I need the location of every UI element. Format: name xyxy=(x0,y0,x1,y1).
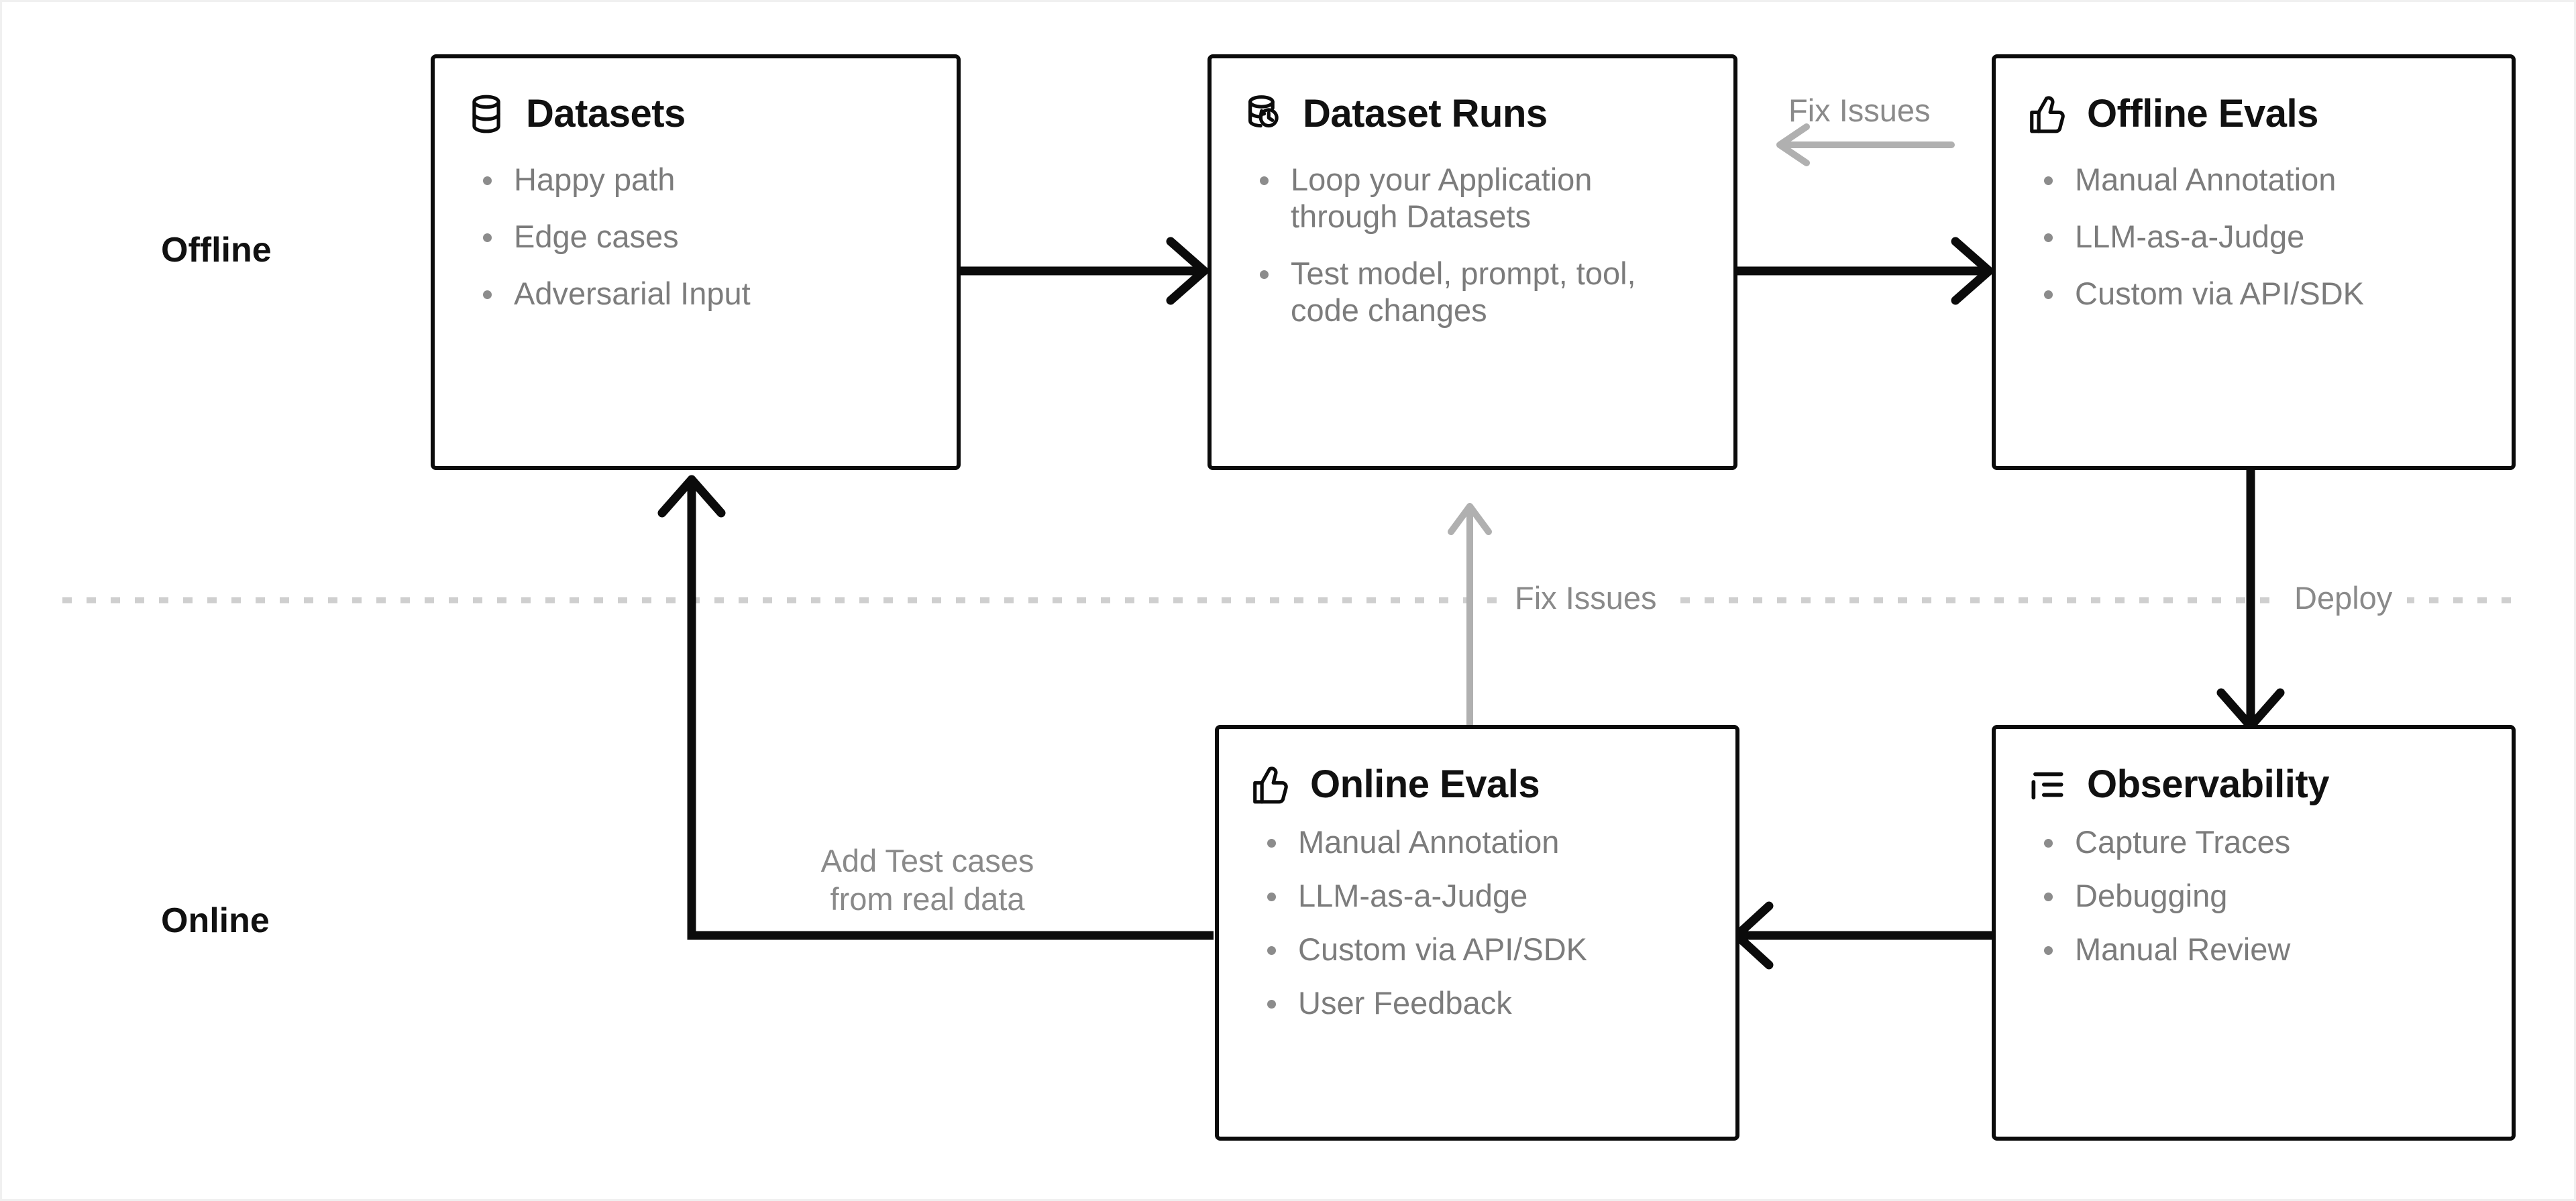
list-item: User Feedback xyxy=(1262,985,1709,1022)
arrow-fix-issues-top xyxy=(1776,123,1955,166)
thumbs-up-icon xyxy=(2030,96,2065,133)
list-item: Manual Review xyxy=(2039,931,2485,968)
arrow-deploy xyxy=(2216,470,2285,731)
node-online-evals[interactable]: Online Evals Manual Annotation LLM-as-a-… xyxy=(1215,725,1739,1141)
node-datasets-title: Datasets xyxy=(526,92,686,135)
node-observability-header: Observability xyxy=(1996,729,2512,805)
node-offline-evals-header: Offline Evals xyxy=(1996,58,2512,135)
node-offline-evals-list: Manual Annotation LLM-as-a-Judge Custom … xyxy=(1996,135,2512,312)
node-dataset-runs[interactable]: Dataset Runs Loop your Application throu… xyxy=(1208,54,1737,470)
node-online-evals-title: Online Evals xyxy=(1310,762,1540,806)
list-item: Manual Annotation xyxy=(1262,824,1709,861)
list-item: Test model, prompt, tool, code changes xyxy=(1254,255,1707,329)
edge-label-add-test-cases-line1: Add Test cases xyxy=(820,843,1034,878)
database-refresh-icon xyxy=(1248,95,1279,128)
node-observability[interactable]: Observability Capture Traces Debugging M… xyxy=(1992,725,2516,1141)
list-item: Custom via API/SDK xyxy=(2039,276,2485,312)
list-item: Loop your Application through Datasets xyxy=(1254,162,1707,235)
edge-label-fix-issues-middle: Fix Issues xyxy=(1500,579,1672,618)
list-item: Manual Annotation xyxy=(2039,162,2485,198)
arrow-dataset-runs-to-offline-evals xyxy=(1737,237,1994,305)
node-dataset-runs-title: Dataset Runs xyxy=(1303,92,1548,135)
node-observability-title: Observability xyxy=(2087,762,2329,806)
list-item: LLM-as-a-Judge xyxy=(1262,878,1709,915)
edge-label-add-test-cases: Add Test cases from real data xyxy=(812,842,1043,919)
node-dataset-runs-header: Dataset Runs xyxy=(1212,58,1733,135)
list-item: Happy path xyxy=(478,162,930,198)
edge-label-deploy: Deploy xyxy=(2279,579,2408,618)
edge-label-fix-issues-top: Fix Issues xyxy=(1788,93,1931,128)
node-offline-evals[interactable]: Offline Evals Manual Annotation LLM-as-a… xyxy=(1992,54,2516,470)
database-icon xyxy=(472,95,500,133)
list-tree-icon xyxy=(2031,772,2063,800)
thumbs-up-icon xyxy=(1253,766,1288,804)
arrow-observability-to-online-evals xyxy=(1732,901,1992,970)
node-offline-evals-title: Offline Evals xyxy=(2087,92,2318,135)
node-datasets-header: Datasets xyxy=(435,58,957,135)
arrow-datasets-to-dataset-runs xyxy=(961,237,1209,305)
edge-label-add-test-cases-line2: from real data xyxy=(830,881,1025,917)
node-datasets-list: Happy path Edge cases Adversarial Input xyxy=(435,135,957,312)
list-item: Debugging xyxy=(2039,878,2485,915)
node-online-evals-list: Manual Annotation LLM-as-a-Judge Custom … xyxy=(1219,805,1735,1022)
node-online-evals-header: Online Evals xyxy=(1219,729,1735,805)
node-observability-list: Capture Traces Debugging Manual Review xyxy=(1996,805,2512,968)
row-label-offline: Offline xyxy=(161,231,272,270)
node-datasets[interactable]: Datasets Happy path Edge cases Adversari… xyxy=(431,54,961,470)
list-item: Capture Traces xyxy=(2039,824,2485,861)
node-dataset-runs-list: Loop your Application through Datasets T… xyxy=(1212,135,1733,329)
list-item: Adversarial Input xyxy=(478,276,930,312)
list-item: LLM-as-a-Judge xyxy=(2039,219,2485,255)
list-item: Custom via API/SDK xyxy=(1262,931,1709,968)
arrow-fix-issues-middle xyxy=(1448,503,1492,728)
row-label-online: Online xyxy=(161,901,270,940)
list-item: Edge cases xyxy=(478,219,930,255)
